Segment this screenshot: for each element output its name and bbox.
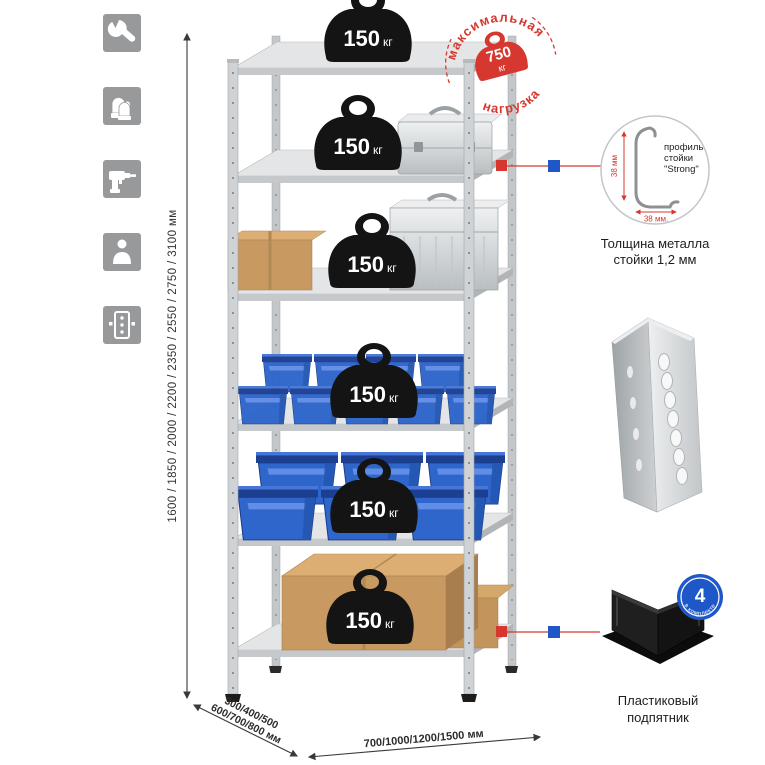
rack-back-right-post	[507, 35, 517, 667]
foot-caption-1: Пластиковый	[618, 693, 698, 708]
rack-foot-right	[461, 694, 477, 702]
profile-detail-circle	[600, 115, 710, 225]
profile-label-3: "Strong"	[664, 164, 699, 175]
perforated-post-image	[611, 317, 703, 513]
width-dimension-line	[307, 733, 542, 761]
rack-front-left-post	[227, 61, 239, 695]
badge-value: 4	[695, 586, 706, 607]
perforated-post-icon	[103, 306, 141, 344]
person-icon	[103, 233, 141, 271]
foot-callout-link	[496, 626, 600, 638]
depth-dimension-line	[192, 704, 299, 757]
profile-dim-vertical: 38 мм	[610, 155, 619, 177]
rack-back-left-post	[271, 35, 281, 667]
metal-thickness-caption-1: Толщина металла	[601, 236, 710, 251]
gloves-icon	[103, 87, 141, 125]
red-marker-square-bottom	[496, 626, 507, 637]
foot-caption-2: подпятник	[627, 710, 689, 725]
height-dimension-label: 1600 / 1850 / 2000 / 2200 / 2350 / 2550 …	[167, 209, 179, 522]
profile-label-1: профиль	[664, 142, 703, 153]
metal-thickness-caption-2: стойки 1,2 мм	[614, 252, 697, 267]
width-dimension: 700/1000/1200/1500 мм	[307, 728, 542, 761]
feature-icon-column	[103, 14, 141, 344]
plastic-foot-image: 4 в комплекте Пластиковый подпятник	[602, 574, 723, 725]
rack-front-right-post	[463, 61, 475, 695]
blue-marker-square-top	[548, 160, 560, 172]
aluminum-case-small	[397, 106, 503, 175]
rack-foot-left	[225, 694, 241, 702]
quantity-badge: 4 в комплекте	[677, 574, 723, 620]
height-dimension: 1600 / 1850 / 2000 / 2200 / 2350 / 2550 …	[167, 32, 191, 700]
drill-icon	[103, 160, 141, 198]
profile-dim-horizontal: 38 мм.	[644, 215, 668, 224]
wrench-icon	[103, 14, 141, 52]
profile-label-2: стойки	[664, 153, 693, 164]
profile-detail: 38 мм 38 мм. профиль стойки "Strong" Тол…	[600, 115, 710, 267]
cardboard-box-small	[227, 230, 327, 291]
profile-callout-link	[496, 160, 601, 172]
red-marker-square-top	[496, 160, 507, 171]
stamp-value: 750	[485, 43, 514, 66]
blue-marker-square-bottom	[548, 626, 560, 638]
stamp-unit: кг	[497, 62, 508, 75]
depth-dimension: 300/400/500 600/700/800 мм	[192, 695, 299, 757]
post-profile-drawing	[634, 126, 680, 209]
